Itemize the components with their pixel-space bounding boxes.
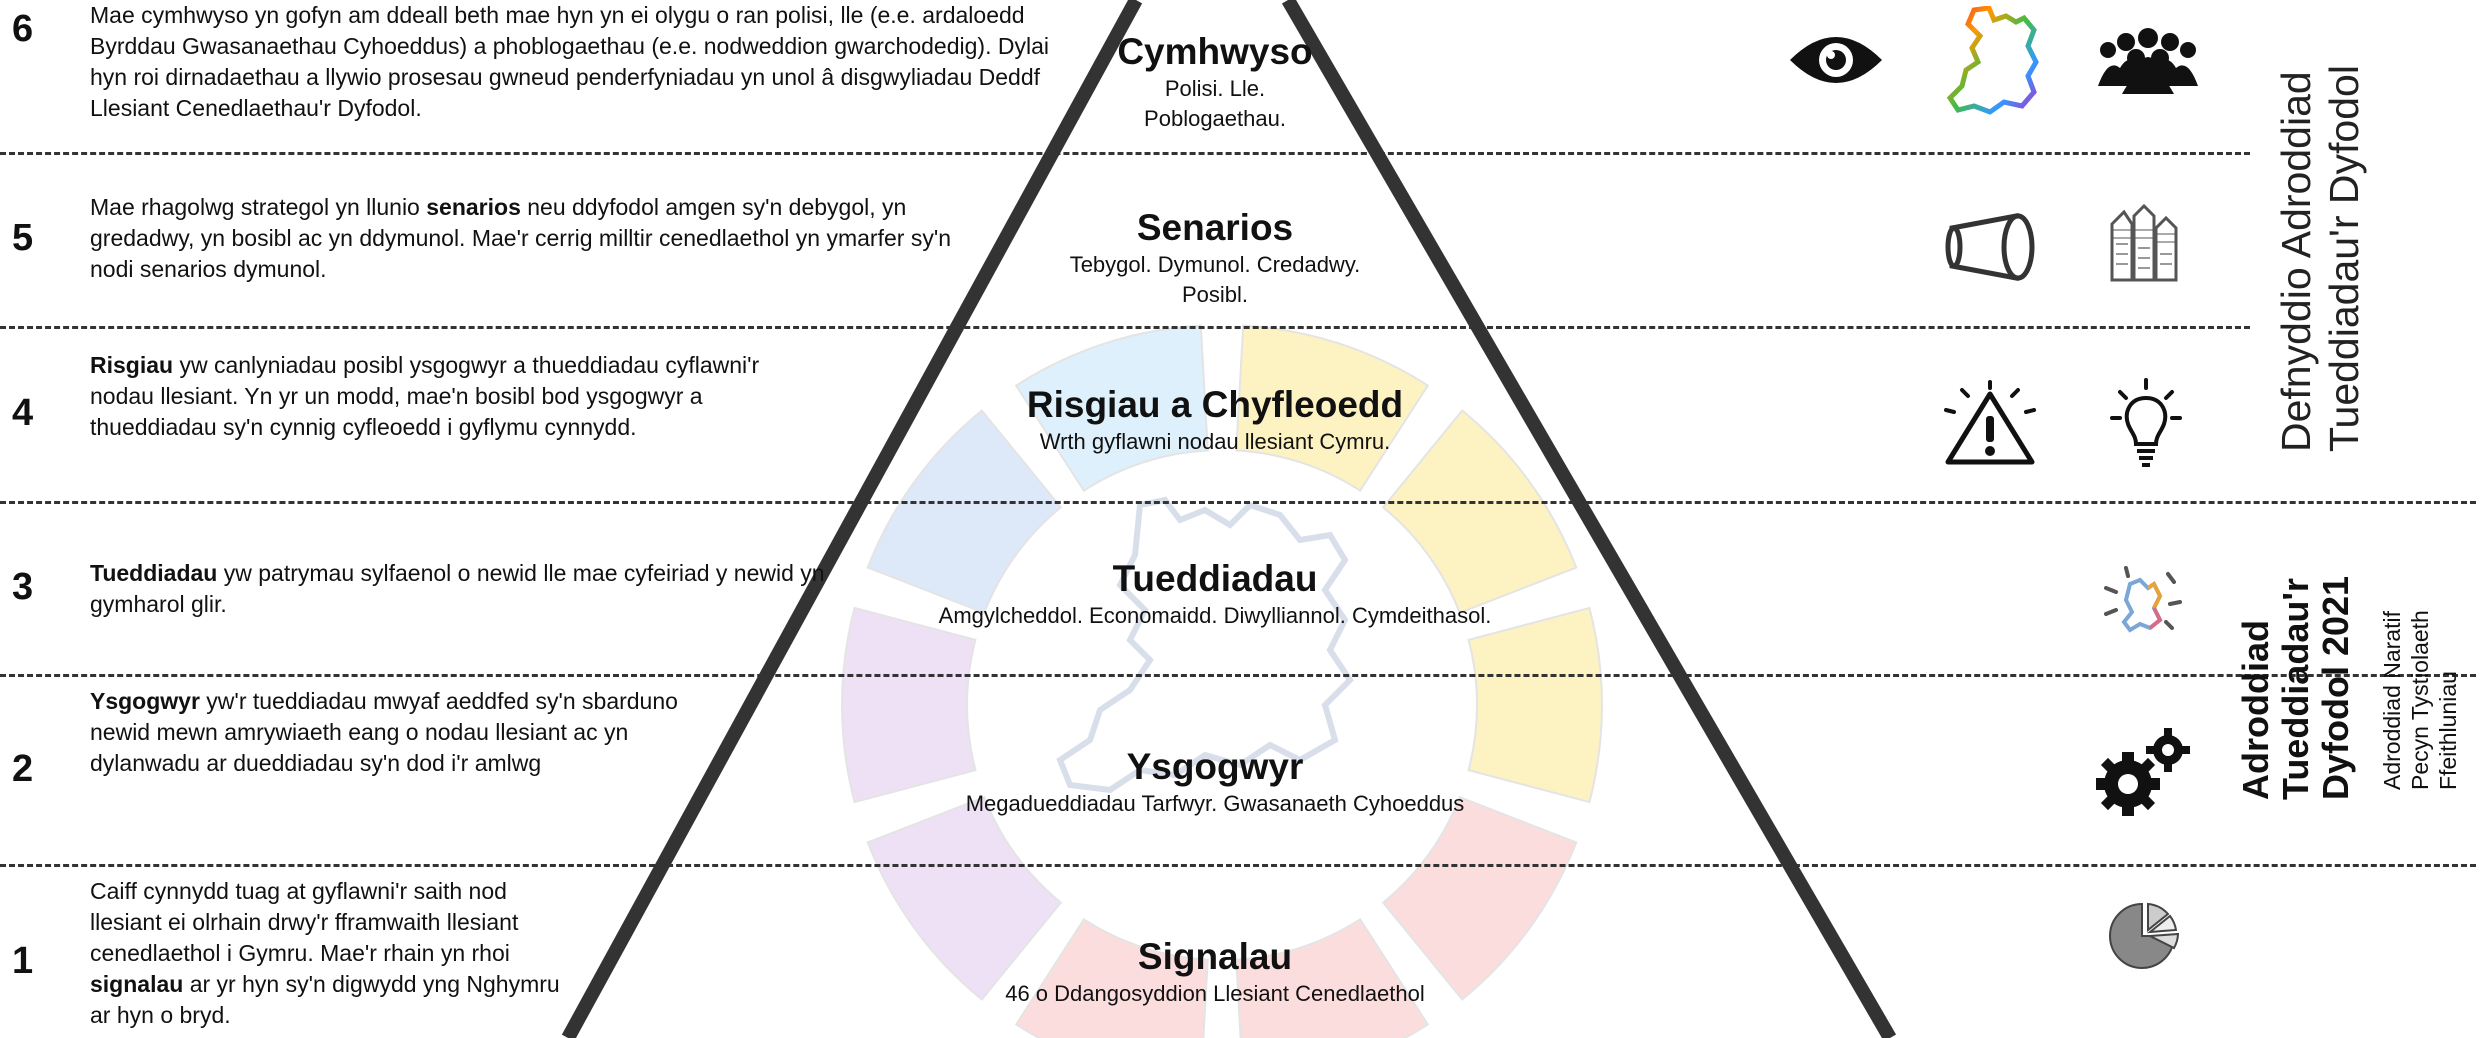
- wheel-segment: [1381, 795, 1578, 1001]
- wheel-segment: [1014, 324, 1209, 493]
- layer-title: Risgiau a Chyfleoedd: [1026, 384, 1404, 425]
- level-description-1: Caiff cynnydd tuag at gyflawni'r saith n…: [90, 878, 560, 1028]
- level-number-4: 4: [12, 392, 34, 434]
- divider-3-2: [0, 674, 2476, 677]
- wheel-segment: [1235, 324, 1430, 493]
- wheel-segment: [1014, 917, 1209, 1038]
- level-number-6: 6: [12, 8, 34, 50]
- pie-chart-icon: [2109, 902, 2180, 969]
- level-description-4: Risgiau yw canlyniadau posibl ysgogwyr a…: [90, 352, 760, 440]
- level-description-3: Tueddiadau yw patrymau sylfaenol o newid…: [90, 560, 825, 617]
- people-group-icon: [2098, 28, 2198, 94]
- side-lower-sub3: Ffeithluniau: [2435, 671, 2461, 790]
- lightbulb-icon: [2110, 378, 2182, 467]
- layer-subtitle: Amgylcheddol. Economaidd. Diwylliannol. …: [938, 603, 1492, 628]
- future-buildings-icon: [2110, 204, 2178, 282]
- level-number-1: 1: [12, 940, 34, 982]
- layer-title: Senarios: [1136, 207, 1294, 248]
- level-number-2: 2: [12, 748, 34, 790]
- wales-trends-icon: [2104, 566, 2182, 633]
- layer-title: Signalau: [1137, 936, 1293, 977]
- level-number-3: 3: [12, 566, 34, 608]
- side-lower-bold2: Tueddiadau'r: [2275, 578, 2316, 800]
- wheel-segment: [866, 795, 1063, 1001]
- wheel-segment: [1235, 917, 1430, 1038]
- layer-title: Tueddiadau: [1112, 558, 1318, 599]
- side-lower-bold1: Adroddiad: [2235, 620, 2276, 800]
- gears-icon: [2096, 728, 2190, 816]
- layer-subtitle: Wrth gyflawni nodau llesiant Cymru.: [1039, 429, 1391, 454]
- level-description-6: Mae cymhwyso yn gofyn am ddeall beth mae…: [90, 2, 1049, 121]
- side-label-lower-sub: Adroddiad Naratif Pecyn Tystiolaeth Ffei…: [2378, 610, 2462, 790]
- warning-icon: [1944, 380, 2036, 465]
- divider-2-1: [0, 864, 2476, 867]
- rainbow-wales-map-icon: [1946, 6, 2039, 115]
- eye-icon: [1790, 37, 1882, 83]
- side-upper-line1: Defnyddio Adroddiad: [2273, 71, 2319, 452]
- side-label-upper: Defnyddio Adroddiad Tueddiadau'r Dyfodol: [2272, 65, 2368, 452]
- wheel-segment: [841, 606, 977, 804]
- wheel-segment: [1381, 409, 1578, 615]
- side-label-lower: Adroddiad Tueddiadau'r Dyfodol 2021: [2235, 575, 2356, 800]
- layer-title: Cymhwyso: [1117, 31, 1313, 72]
- side-lower-sub1: Adroddiad Naratif: [2379, 611, 2405, 790]
- level-description-2: Ysgogwyr yw'r tueddiadau mwyaf aeddfed s…: [90, 688, 678, 776]
- layer-subtitle: Tebygol. Dymunol. Credadwy. Posibl.: [1069, 252, 1361, 307]
- layer-subtitle: Megadueddiadau Tarfwyr. Gwasanaeth Cyhoe…: [965, 791, 1465, 816]
- side-lower-sub2: Pecyn Tystiolaeth: [2407, 610, 2433, 790]
- wheel-segment: [866, 409, 1063, 615]
- side-upper-line2: Tueddiadau'r Dyfodol: [2321, 65, 2367, 452]
- pyramid-right-edge: [1281, 0, 1897, 1038]
- level-number-5: 5: [12, 217, 34, 259]
- side-lower-bold3: Dyfodol 2021: [2315, 575, 2356, 800]
- wellbeing-wheel: [841, 324, 1603, 1038]
- divider-6-5: [0, 152, 2250, 155]
- pyramid-left-edge: [561, 0, 1143, 1038]
- level-description-5: Mae rhagolwg strategol yn llunio senario…: [90, 194, 951, 282]
- layer-subtitle: Polisi. Lle. Poblogaethau.: [1144, 76, 1286, 131]
- layer-title: Ysgogwyr: [1126, 746, 1304, 787]
- divider-5-4: [0, 326, 2250, 329]
- divider-4-3: [0, 501, 2476, 504]
- telescope-icon: [1945, 212, 2035, 282]
- layer-subtitle: 46 o Ddangosyddion Llesiant Cenedlaethol: [1005, 981, 1425, 1006]
